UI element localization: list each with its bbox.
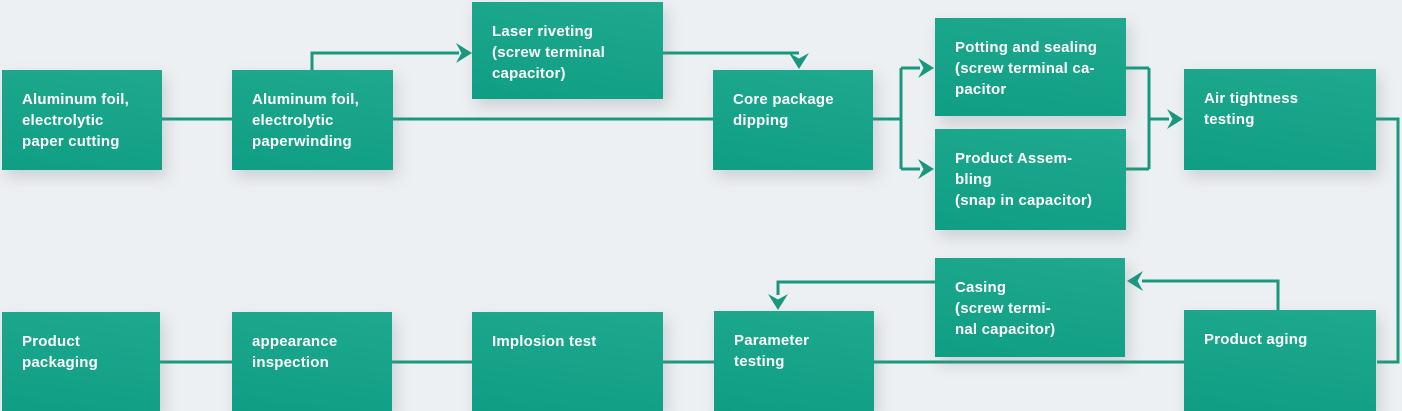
arrowhead-into-casing bbox=[1127, 271, 1143, 291]
node-implosion-test: Implosion test bbox=[472, 312, 663, 411]
node-potting-and-sealing: Potting and sealing (screw terminal ca- … bbox=[935, 18, 1126, 116]
node-label: Laser riveting (screw terminal capacitor… bbox=[492, 23, 606, 82]
node-label: Core package dipping bbox=[733, 91, 834, 129]
connector-casing-to-parameter bbox=[776, 280, 935, 295]
node-label: Implosion test bbox=[492, 333, 597, 350]
node-label: Product Assem- bling (snap in capacitor) bbox=[955, 150, 1093, 209]
arrowhead-into-assembling bbox=[918, 159, 934, 179]
node-core-package-dipping: Core package dipping bbox=[713, 70, 873, 170]
node-label: Product aging bbox=[1204, 331, 1308, 348]
connector-dipping-split-stem bbox=[873, 66, 920, 171]
node-casing: Casing (screw termi- nal capacitor) bbox=[935, 258, 1125, 357]
arrowhead-into-parameter bbox=[768, 294, 788, 310]
node-air-tightness-testing: Air tightness testing bbox=[1184, 69, 1376, 170]
node-label: Casing (screw termi- nal capacitor) bbox=[955, 279, 1056, 338]
connector-winding-to-laser bbox=[310, 51, 459, 70]
arrowhead-into-potting bbox=[918, 58, 934, 78]
node-aluminum-foil-paperwinding: Aluminum foil, electrolytic paperwinding bbox=[232, 70, 393, 170]
connector-merge-to-airtightness bbox=[1126, 66, 1169, 171]
node-label: Potting and sealing (screw terminal ca- … bbox=[955, 39, 1098, 98]
connector-aging-to-casing bbox=[1142, 279, 1280, 310]
node-label: Aluminum foil, electrolytic paper cuttin… bbox=[22, 91, 129, 150]
arrowhead-into-core-dipping bbox=[789, 53, 809, 69]
node-product-assembling: Product Assem- bling (snap in capacitor) bbox=[935, 129, 1126, 230]
node-product-aging: Product aging bbox=[1184, 310, 1376, 411]
connector-airtightness-to-aging bbox=[1376, 117, 1400, 364]
node-product-packaging: Product packaging bbox=[2, 312, 160, 411]
arrowhead-into-laser-riveting bbox=[456, 43, 472, 63]
node-label: Air tightness testing bbox=[1204, 90, 1299, 128]
node-aluminum-foil-paper-cutting: Aluminum foil, electrolytic paper cuttin… bbox=[2, 70, 162, 170]
node-parameter-testing: Parameter testing bbox=[714, 311, 874, 411]
node-laser-riveting: Laser riveting (screw terminal capacitor… bbox=[472, 2, 663, 99]
node-appearance-inspection: appearance inspection bbox=[232, 312, 392, 411]
node-label: Product packaging bbox=[22, 333, 98, 371]
node-label: Parameter testing bbox=[734, 332, 810, 370]
node-label: appearance inspection bbox=[252, 333, 338, 371]
node-label: Aluminum foil, electrolytic paperwinding bbox=[252, 91, 359, 150]
arrowhead-into-airtightness bbox=[1167, 109, 1183, 129]
